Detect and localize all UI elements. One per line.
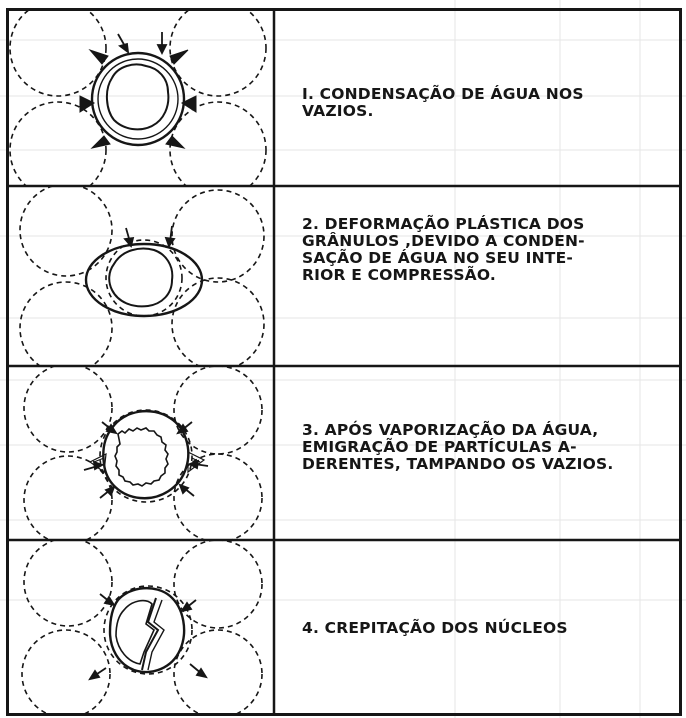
neighbor-grain-top-left (23, 540, 113, 627)
step-row-1: I. CONDENSAÇÃO DE ÁGUA NOS VAZIOS. (6, 8, 682, 186)
central-grain-ring (97, 58, 179, 140)
arrow-head-3 (92, 460, 105, 471)
neighbor-grain-top-left (23, 366, 113, 453)
arrow-head-2 (176, 423, 189, 435)
neighbor-grain-top-right (173, 540, 263, 629)
arrow-head-1 (123, 236, 135, 248)
figure-grid (6, 8, 682, 716)
step-3-diagram (23, 366, 263, 540)
neighbor-grain-bottom-right (173, 453, 263, 540)
central-grain-shell (108, 587, 186, 674)
arrow-head-1 (103, 595, 116, 607)
void-water-wedge-right (180, 95, 197, 113)
central-grain-core-left (115, 599, 155, 665)
neighbor-grain-bottom-left (9, 101, 107, 186)
void-water-wedge-bottom-left (90, 135, 111, 149)
step-1-label: I. CONDENSAÇÃO DE ÁGUA NOS VAZIOS. (302, 85, 584, 120)
void-water-wedge-top-right (169, 49, 189, 65)
void-water-wedge-bottom-right (165, 135, 186, 149)
neighbor-grain-top-right (173, 366, 263, 455)
neighbor-grain-top-left (19, 186, 113, 277)
crack-line (141, 597, 160, 671)
central-grain-core (108, 247, 174, 308)
neighbor-grain-bottom-left (23, 455, 113, 540)
central-grain-shell (102, 410, 190, 500)
sintering-stages-figure: I. CONDENSAÇÃO DE ÁGUA NOS VAZIOS. 2. DE… (6, 8, 682, 716)
central-grain-rough-core (114, 427, 169, 487)
neighbor-grain-top-right (171, 189, 265, 283)
step-4-label: 4. CREPITAÇÃO DOS NÚCLEOS (302, 619, 568, 637)
neighbor-grain-bottom-left (19, 281, 113, 366)
crack-line-parallel (147, 599, 165, 671)
central-grain-deformed (84, 242, 204, 318)
neighbor-grain-bottom-right (169, 101, 267, 186)
arrow-head-4 (195, 667, 208, 679)
arrow-head-1 (118, 42, 130, 54)
void-water-wedge-top-left (88, 48, 109, 65)
arrow-head-2 (164, 236, 176, 248)
step-2-diagram (19, 186, 265, 366)
neighbor-grain-top-left (9, 8, 107, 97)
step-row-2: 2. DEFORMAÇÃO PLÁSTICA DOS GRÂNULOS ,DEV… (6, 186, 682, 366)
neighbor-grain-bottom-right (171, 277, 265, 366)
void-water-wedge-left (79, 95, 96, 113)
central-grain-original-outline (105, 239, 183, 317)
arrow-head-4 (187, 459, 200, 470)
arrow-head-1 (105, 423, 118, 435)
central-grain-original-outline (103, 585, 193, 675)
arrow-head-2 (180, 601, 193, 613)
central-grain-outer (90, 51, 186, 147)
arrow-head-3 (88, 669, 101, 681)
neighbor-grain-bottom-left (21, 629, 111, 716)
step-row-4: 4. CREPITAÇÃO DOS NÚCLEOS (6, 540, 682, 716)
central-grain-core (106, 63, 170, 131)
neighbor-grain-bottom-right (173, 629, 263, 716)
step-4-diagram (21, 540, 263, 716)
arrow-head-6 (178, 483, 190, 495)
neighbor-grain-top-right (169, 8, 267, 97)
arrow-head-2 (156, 44, 168, 56)
step-2-label: 2. DEFORMAÇÃO PLÁSTICA DOS GRÂNULOS ,DEV… (302, 215, 585, 284)
step-3-label: 3. APÓS VAPORIZAÇÃO DA ÁGUA, EMIGRAÇÃO D… (302, 421, 614, 473)
step-row-3: 3. APÓS VAPORIZAÇÃO DA ÁGUA, EMIGRAÇÃO D… (6, 366, 682, 540)
step-1-diagram (9, 8, 267, 186)
arrow-head-5 (104, 485, 116, 497)
